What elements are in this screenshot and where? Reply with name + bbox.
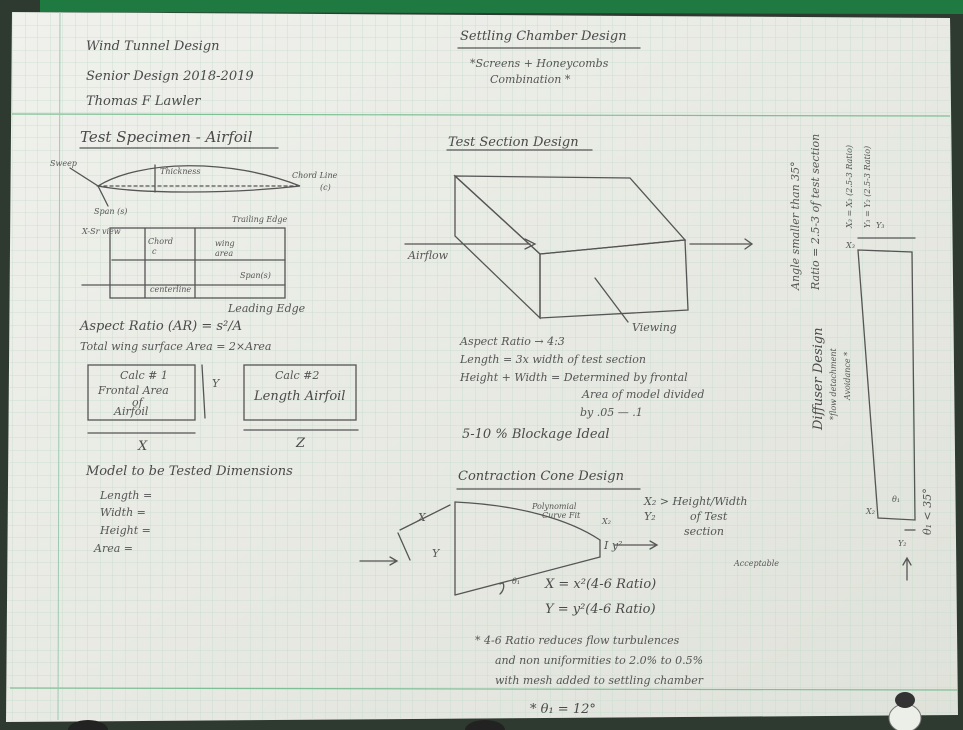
- centerline-label: centerline: [150, 285, 192, 294]
- diffuser-y3: Y₃ = Y₂ (2.5-3 Ratio): [863, 145, 872, 228]
- model-area: Area =: [94, 542, 133, 555]
- trailing-edge-label: Trailing Edge: [232, 215, 288, 224]
- cone-note2: Y₂: [644, 510, 656, 523]
- viewing-label: Viewing: [632, 321, 677, 334]
- settling-title: Settling Chamber Design: [460, 29, 627, 44]
- diffuser-flow2: Avoidance *: [843, 351, 852, 400]
- calc2-z: Z: [296, 436, 306, 451]
- diffuser-theta: θ₁: [892, 495, 901, 504]
- cone-foot2: and non uniformities to 2.0% to 0.5%: [495, 654, 704, 667]
- model-title: Model to be Tested Dimensions: [86, 464, 293, 479]
- diffuser-ys: Y₃: [876, 221, 885, 230]
- sweep-label: Sweep: [50, 159, 77, 168]
- diffuser-y2: Y₂: [898, 539, 907, 548]
- chord-c-label: (c): [320, 183, 331, 192]
- cone-foot1: * 4-6 Ratio reduces flow turbulences: [475, 634, 680, 647]
- diffuser-flow1: *flow detachment: [829, 348, 838, 420]
- wing-label: wing: [215, 239, 235, 248]
- calc1-title: Calc # 1: [120, 369, 168, 382]
- model-height: Height =: [100, 524, 151, 537]
- area-label: area: [215, 249, 234, 258]
- settling-line1: *Screens + Honeycombs: [470, 57, 609, 70]
- chord-line-label: Chord Line: [292, 171, 338, 180]
- cone-x-label: X: [418, 511, 426, 524]
- ts-height3: by .05 — .1: [580, 406, 643, 419]
- notebook-title: Wind Tunnel Design: [86, 39, 220, 54]
- calc1-y: Y: [212, 377, 220, 390]
- diffuser-angle: Angle smaller than 35°: [789, 161, 802, 290]
- calc1-line3: Airfoil: [114, 405, 149, 418]
- cone-note4: section: [684, 525, 724, 538]
- aspect-ratio-formula: Aspect Ratio (AR) = s²/A: [80, 319, 243, 334]
- author-name: Thomas F Lawler: [86, 94, 201, 109]
- diffuser-theta-lt: θ₁ < 35°: [921, 488, 934, 535]
- cone-x2: X₂: [602, 517, 611, 526]
- diffuser-ratio: Ratio = 2.5-3 of test section: [809, 133, 822, 290]
- calc1-line2: of: [132, 396, 143, 409]
- cone-note3: of Test: [690, 510, 728, 523]
- test-section-title: Test Section Design: [448, 135, 579, 150]
- cone-eq1: X = x²(4-6 Ratio): [545, 577, 657, 592]
- green-strip: [40, 0, 963, 14]
- cone-note1: X₂ > Height/Width: [644, 495, 748, 508]
- poly-label2: Curve Fit: [542, 511, 581, 520]
- calc2-line1: Length Airfoil: [254, 389, 346, 404]
- airflow-label: Airflow: [408, 249, 449, 262]
- diffuser-x3: X₃ = X₂ (2.5-3 Ratio): [845, 144, 854, 228]
- airfoil-title: Test Specimen - Airfoil: [80, 128, 253, 146]
- diffuser-x2: X₂: [866, 507, 875, 516]
- ts-blockage: 5-10 % Blockage Ideal: [462, 427, 610, 442]
- calc1-x: X: [138, 439, 148, 454]
- cone-theta-val: * θ₁ = 12°: [530, 702, 596, 717]
- ts-length: Length = 3x width of test section: [460, 353, 646, 366]
- chord-c-small: c: [152, 247, 157, 256]
- chord-label: Chord: [148, 237, 174, 246]
- calc2-title: Calc #2: [275, 369, 320, 382]
- leading-edge-label: Leading Edge: [228, 302, 306, 315]
- poly-label1: Polynomial: [532, 502, 577, 511]
- diffuser-title: Diffuser Design: [811, 327, 826, 430]
- cone-iy2: I y²: [604, 539, 623, 552]
- acceptable-label: Acceptable: [734, 559, 779, 568]
- contraction-title: Contraction Cone Design: [458, 469, 624, 484]
- cone-eq2: Y = y²(4-6 Ratio): [545, 602, 656, 617]
- span-label: Span (s): [94, 207, 128, 216]
- course-label: Senior Design 2018-2019: [86, 69, 254, 84]
- span-s-label: Span(s): [240, 271, 271, 280]
- total-area-formula: Total wing surface Area = 2×Area: [80, 340, 272, 353]
- thickness-label: Thickness: [160, 167, 201, 176]
- ts-height2: Area of model divided: [582, 388, 705, 401]
- diffuser-xs: X₃: [846, 241, 855, 250]
- ts-aspect: Aspect Ratio → 4:3: [460, 335, 565, 348]
- cone-y-label: Y: [432, 547, 440, 560]
- model-length: Length =: [100, 489, 153, 502]
- cone-foot3: with mesh added to settling chamber: [495, 674, 704, 687]
- settling-line2: Combination *: [490, 73, 571, 86]
- model-width: Width =: [100, 506, 146, 519]
- calc1-line1: Frontal Area: [98, 384, 169, 397]
- cone-theta: θ₁: [512, 577, 521, 586]
- xsr-view-label: X-Sr view: [82, 227, 121, 236]
- ts-height1: Height + Width = Determined by frontal: [460, 371, 688, 384]
